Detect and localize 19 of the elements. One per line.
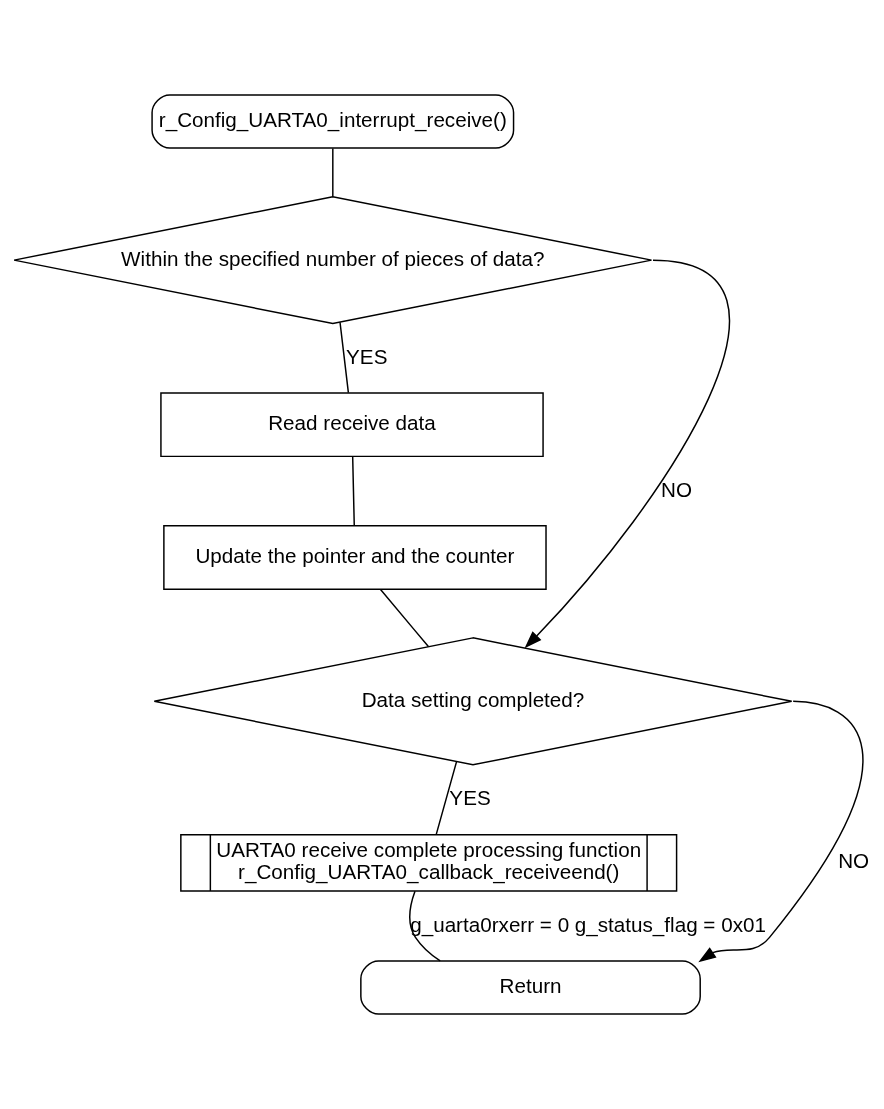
edge-label: YES <box>346 344 388 368</box>
node-box: Return <box>360 960 701 1015</box>
edge-label: g_uarta0rxerr = 0 g_status_flag = 0x01 <box>410 912 766 936</box>
edge-label: NO <box>661 477 693 501</box>
connector <box>332 147 334 198</box>
node-box: Read receive data <box>160 392 544 458</box>
arrow <box>524 259 730 649</box>
node-box: Update the pointer and the counter <box>163 525 547 590</box>
node-diamond: Within the specified number of pieces of data? <box>13 195 653 325</box>
connector <box>435 761 458 836</box>
edge-label: NO <box>838 849 870 873</box>
connector <box>339 321 350 394</box>
arrow <box>698 700 864 963</box>
connector <box>409 890 441 962</box>
node-diamond: Data setting completed? <box>153 637 793 766</box>
connector <box>351 456 355 527</box>
connector <box>379 588 430 648</box>
edge-label: YES <box>449 785 491 809</box>
node-box: r_Config_UARTA0_interrupt_receive() <box>151 94 515 149</box>
